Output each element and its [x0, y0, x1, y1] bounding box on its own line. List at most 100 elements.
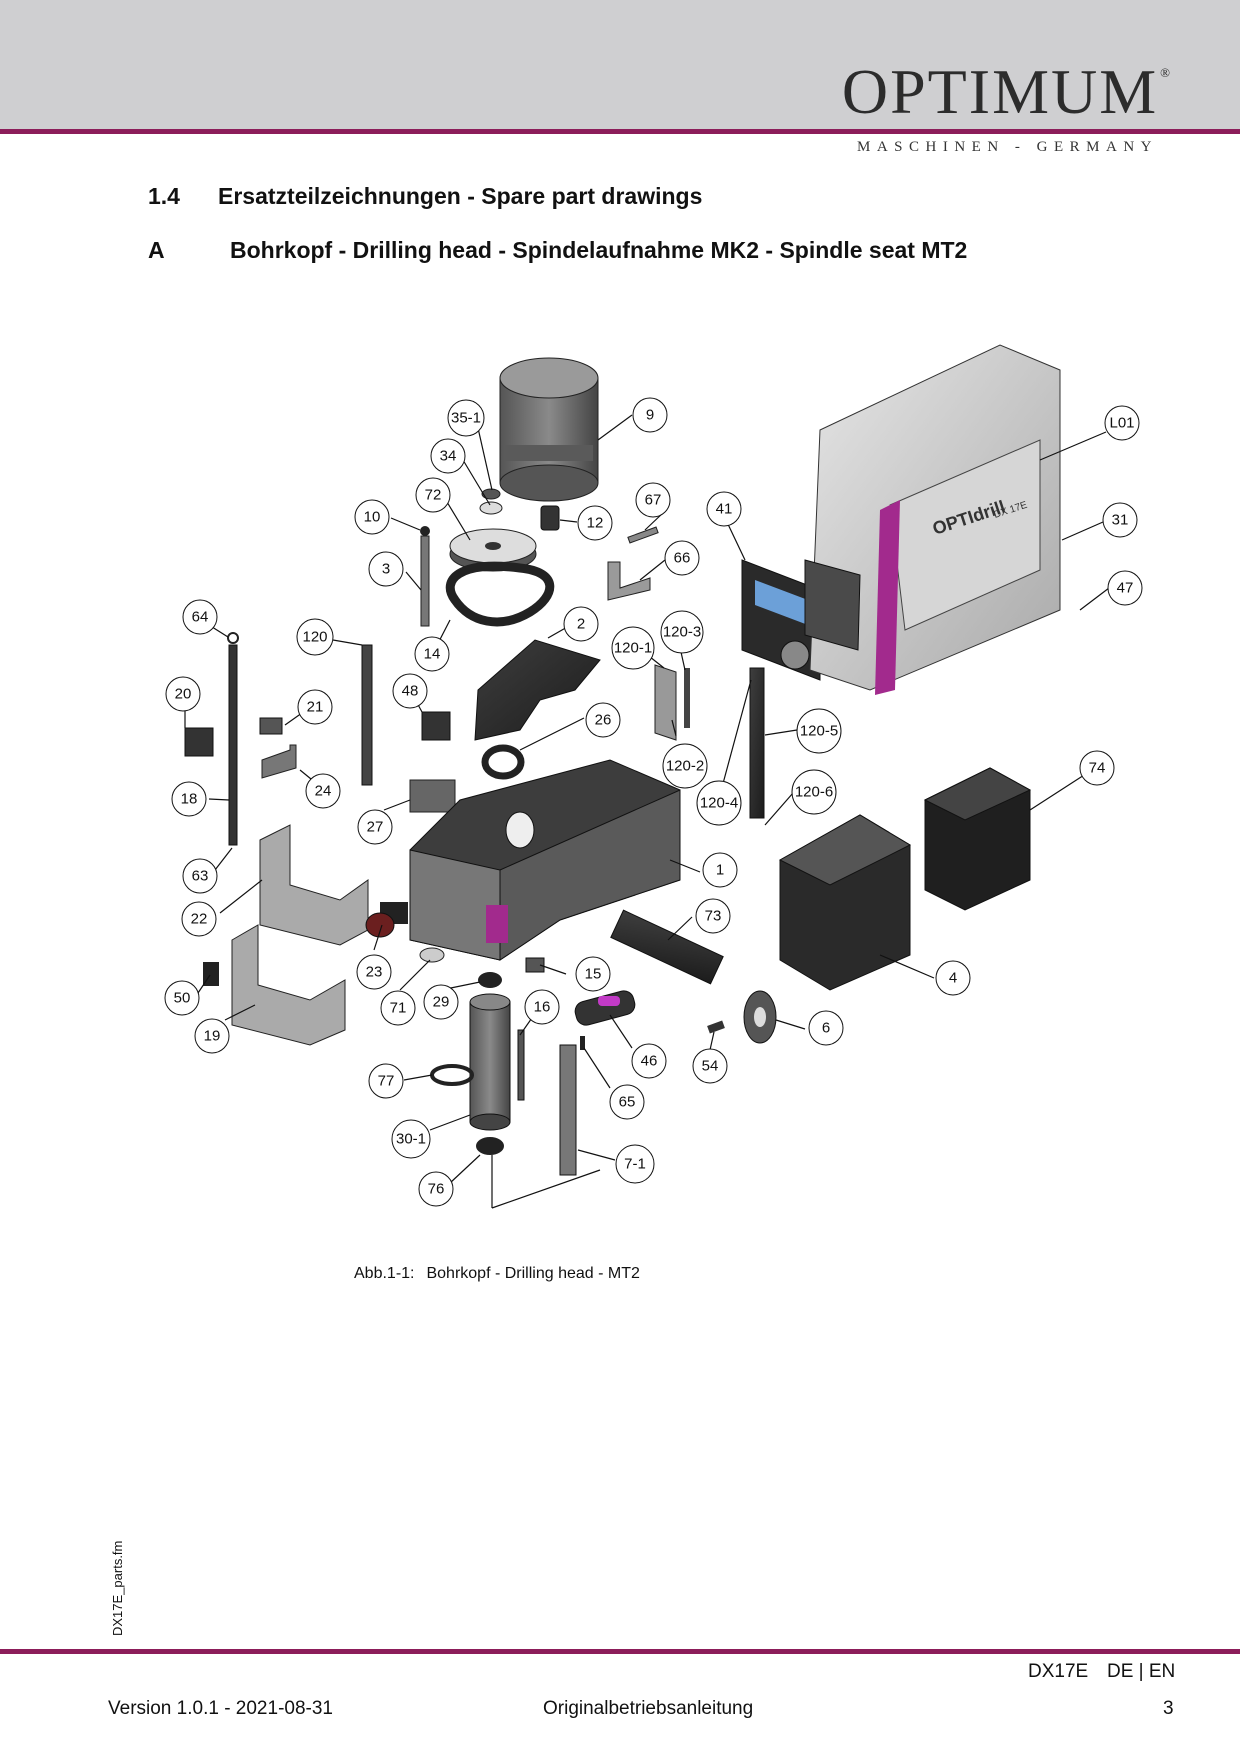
callout-label: 41 [716, 501, 733, 518]
callout-label: 20 [175, 686, 192, 703]
bracket-part [607, 561, 651, 601]
callout: 47 [1107, 570, 1143, 606]
callout: 15 [575, 956, 611, 992]
callout-label: 18 [181, 791, 198, 808]
callout: 3 [368, 551, 404, 587]
callout: 29 [423, 984, 459, 1020]
handwheel-part [743, 990, 777, 1044]
callout-label: 1 [716, 862, 724, 879]
caption-title: Bohrkopf - Drilling head - MT2 [426, 1265, 640, 1282]
callout-label: 65 [619, 1094, 636, 1111]
section-title: Ersatzteilzeichnungen - Spare part drawi… [218, 183, 703, 209]
callout: 48 [392, 673, 428, 709]
callout-label: 76 [428, 1181, 445, 1198]
callout: 34 [430, 438, 466, 474]
callout-label: 15 [585, 966, 602, 983]
callout-label: 34 [440, 448, 457, 465]
callout: 27 [357, 809, 393, 845]
rack-part [361, 644, 373, 786]
callout-label: 72 [425, 487, 442, 504]
ring-clip-part [227, 632, 239, 644]
washer-part [481, 488, 501, 500]
callout-label: 46 [641, 1053, 658, 1070]
callout: 54 [692, 1048, 728, 1084]
cover-upper-part [259, 824, 369, 946]
callout-label: 47 [1117, 580, 1134, 597]
spring-part [684, 668, 690, 728]
callout: 120-4 [696, 780, 742, 826]
callout: 4 [935, 960, 971, 996]
controller-box-part [778, 814, 912, 991]
key-part [525, 957, 545, 973]
callout: 72 [415, 477, 451, 513]
emergency-stop-part [365, 902, 408, 938]
set-screw-part [707, 1020, 725, 1034]
washer-part [479, 501, 503, 515]
footer-version: Version 1.0.1 - 2021-08-31 [108, 1698, 333, 1719]
knob-part [419, 947, 445, 963]
side-file-name: DX17E_parts.fm [110, 1540, 125, 1636]
head-housing-part [409, 759, 681, 961]
callout: 67 [635, 482, 671, 518]
seal-ring-part [430, 1064, 474, 1086]
nut-part [420, 526, 430, 536]
callout: 73 [695, 898, 731, 934]
callout: 46 [631, 1043, 667, 1079]
callout-label: 30-1 [396, 1131, 426, 1148]
callout: 50 [164, 980, 200, 1016]
bearing-part [478, 972, 502, 988]
logo-subtitle: MASCHINEN - GERMANY [856, 139, 1158, 155]
callout-label: 50 [174, 990, 191, 1007]
rod-part [228, 644, 238, 846]
callout: 14 [414, 636, 450, 672]
callout-label: 16 [534, 999, 551, 1016]
section-number: 1.4 [148, 183, 180, 209]
pin-part [580, 1036, 585, 1050]
footer-model: DX17E [1028, 1661, 1089, 1682]
callout-label: 2 [577, 616, 585, 633]
footer-page-number: 3 [1163, 1698, 1174, 1719]
motor-part [499, 357, 599, 502]
callout: 71 [380, 990, 416, 1026]
callout: 120-5 [796, 708, 842, 754]
callout: 120-6 [791, 769, 837, 815]
handle-part [574, 990, 636, 1026]
callout: 19 [194, 1018, 230, 1054]
callout: 77 [368, 1063, 404, 1099]
callout-label: 7-1 [624, 1156, 646, 1173]
drive-unit-part [923, 767, 1032, 911]
callout-label: 19 [204, 1028, 221, 1045]
callout: 2 [563, 606, 599, 642]
callout-label: 10 [364, 509, 381, 526]
callout: L01 [1104, 405, 1140, 441]
guide-rod-part [749, 667, 765, 819]
callout-label: 22 [191, 911, 208, 928]
head-cover-part: OPTIdrill DX 17E [804, 344, 1061, 695]
callout-label: 29 [433, 994, 450, 1011]
callout-label: 63 [192, 868, 209, 885]
callout-label: 6 [822, 1020, 830, 1037]
callout-label: 120-3 [663, 624, 701, 641]
callout-label: 14 [424, 646, 441, 663]
header-rule [0, 129, 1240, 134]
callout-label: 66 [674, 550, 691, 567]
callout: 63 [182, 858, 218, 894]
callout: 41 [706, 491, 742, 527]
callout: 26 [585, 702, 621, 738]
spindle-part [559, 1044, 577, 1176]
callout: 20 [165, 676, 201, 712]
callout-label: 31 [1112, 512, 1129, 529]
callout-label: 71 [390, 1000, 407, 1017]
callout: 10 [354, 499, 390, 535]
callout-label: 120-6 [795, 784, 833, 801]
callout: 120-2 [662, 743, 708, 789]
callout-label: 23 [366, 964, 383, 981]
quill-part [469, 993, 511, 1131]
callout: 30-1 [391, 1119, 431, 1159]
header-band [0, 0, 1240, 129]
micro-switch-part [259, 717, 283, 735]
callout: 120-1 [611, 626, 655, 670]
pin-part [627, 526, 659, 544]
callout: 7-1 [615, 1144, 655, 1184]
bushing-part [540, 505, 560, 531]
